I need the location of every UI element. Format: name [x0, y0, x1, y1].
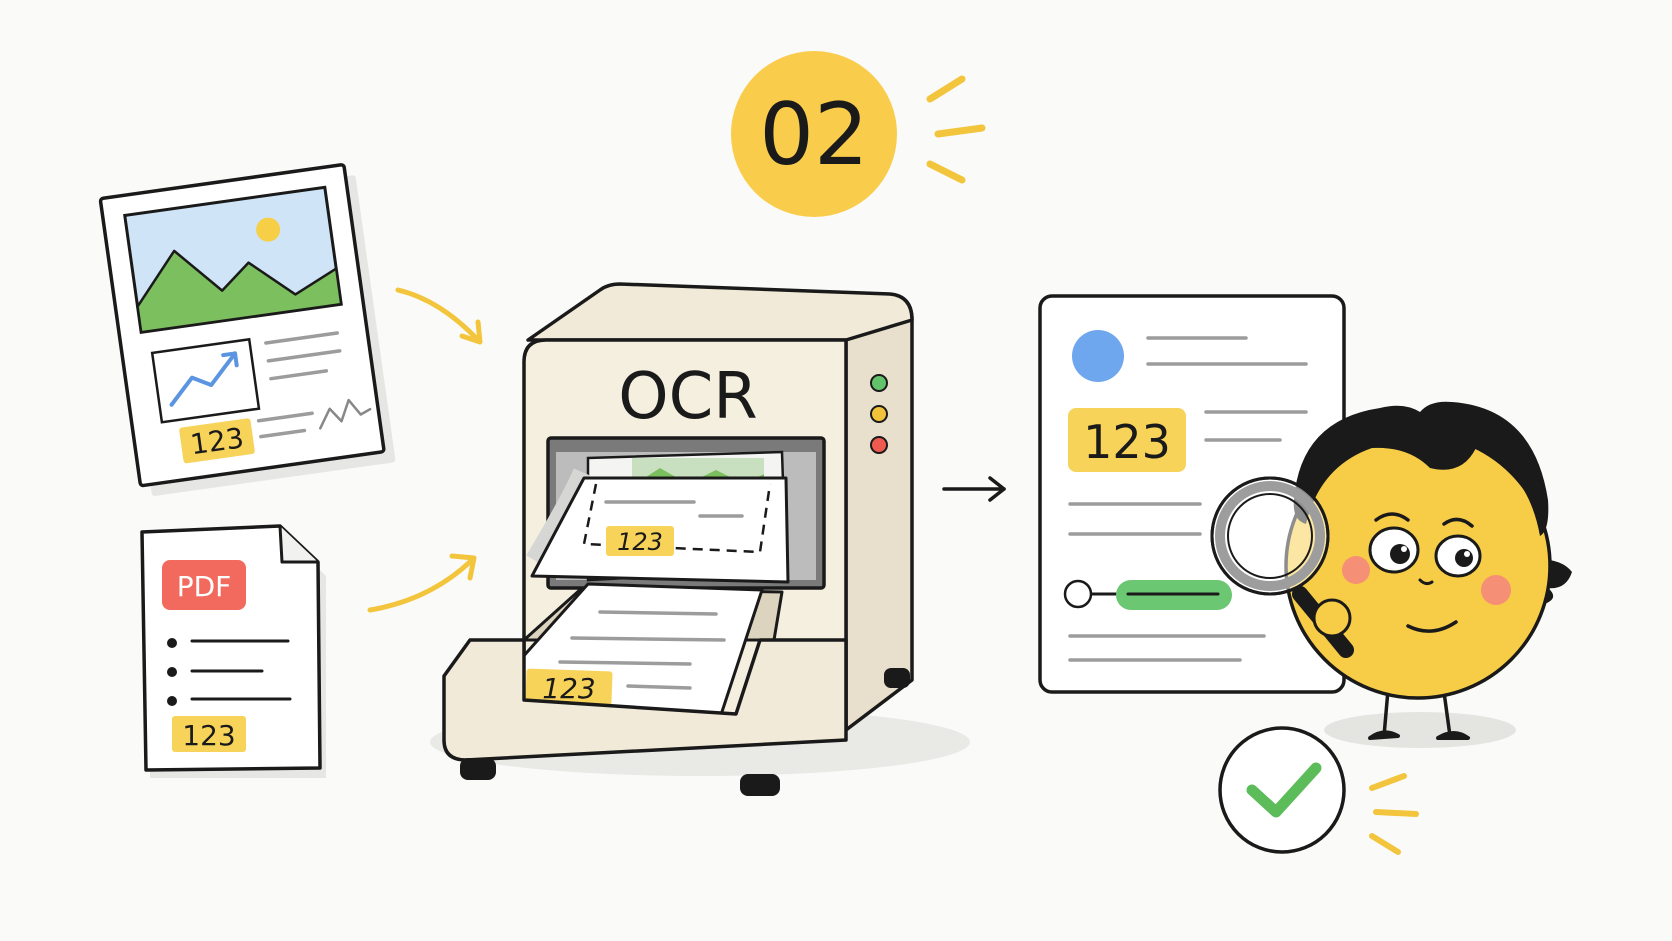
- result-document-tag-text: 123: [1083, 415, 1171, 469]
- image-document-tag: [179, 418, 255, 464]
- arrow-right-icon: [942, 476, 1006, 502]
- sparkline-icon: [319, 398, 372, 430]
- bullet-dot: [167, 638, 177, 648]
- output-tag-text: 123: [542, 672, 595, 705]
- machine-label: OCR: [618, 360, 758, 434]
- status-light-red: [870, 436, 888, 454]
- image-document-tag-text: 123: [188, 421, 246, 461]
- mascot-shadow: [1324, 712, 1516, 748]
- arrow-right-icon: [367, 557, 475, 613]
- mascot-hair: [1293, 401, 1549, 536]
- machine-top: [526, 282, 914, 342]
- bullet-dot: [167, 696, 177, 706]
- status-light-green: [870, 374, 888, 392]
- status-ring: [1063, 579, 1093, 609]
- mascot: [1210, 401, 1572, 748]
- pdf-document-tag: [172, 716, 246, 752]
- feed-tag-text: 123: [617, 528, 663, 556]
- blue-dot: [1072, 330, 1124, 382]
- mascot-hand: [1312, 598, 1352, 638]
- landscape-icon: [123, 185, 343, 334]
- step-badge-number: 02: [759, 85, 868, 185]
- chart-icon: [150, 337, 261, 424]
- status-light-yellow: [870, 405, 888, 423]
- checkmark-circle: [1218, 726, 1346, 854]
- pdf-document-tag-text: 123: [182, 719, 235, 752]
- machine-foot: [460, 758, 496, 780]
- step-badge: 02: [731, 51, 986, 217]
- machine-foot: [884, 668, 910, 688]
- image-document: 123: [98, 163, 396, 496]
- bullet-dot: [167, 667, 177, 677]
- sparkle-lines: [926, 75, 986, 184]
- ocr-machine: OCR 123 123: [430, 282, 970, 796]
- input-arrows: [367, 287, 483, 613]
- pdf-page-fold: [278, 525, 318, 564]
- machine-foot: [740, 774, 780, 796]
- result-document-tag: [1068, 408, 1186, 472]
- step-badge-circle: [731, 51, 897, 217]
- machine-side: [844, 294, 914, 732]
- checkmark-badge: [1218, 726, 1419, 855]
- status-lights: [870, 374, 888, 454]
- sparkle-lines: [1369, 773, 1419, 855]
- pdf-document: PDF 123: [140, 524, 326, 778]
- output-tag: [525, 668, 613, 706]
- pdf-type-badge: [162, 560, 246, 610]
- checkmark-icon: [1246, 762, 1322, 818]
- scanning-paper: 123: [526, 450, 790, 584]
- feed-tag: [606, 526, 674, 556]
- pdf-type-badge-text: PDF: [177, 570, 232, 603]
- arrow-right-icon: [395, 287, 481, 343]
